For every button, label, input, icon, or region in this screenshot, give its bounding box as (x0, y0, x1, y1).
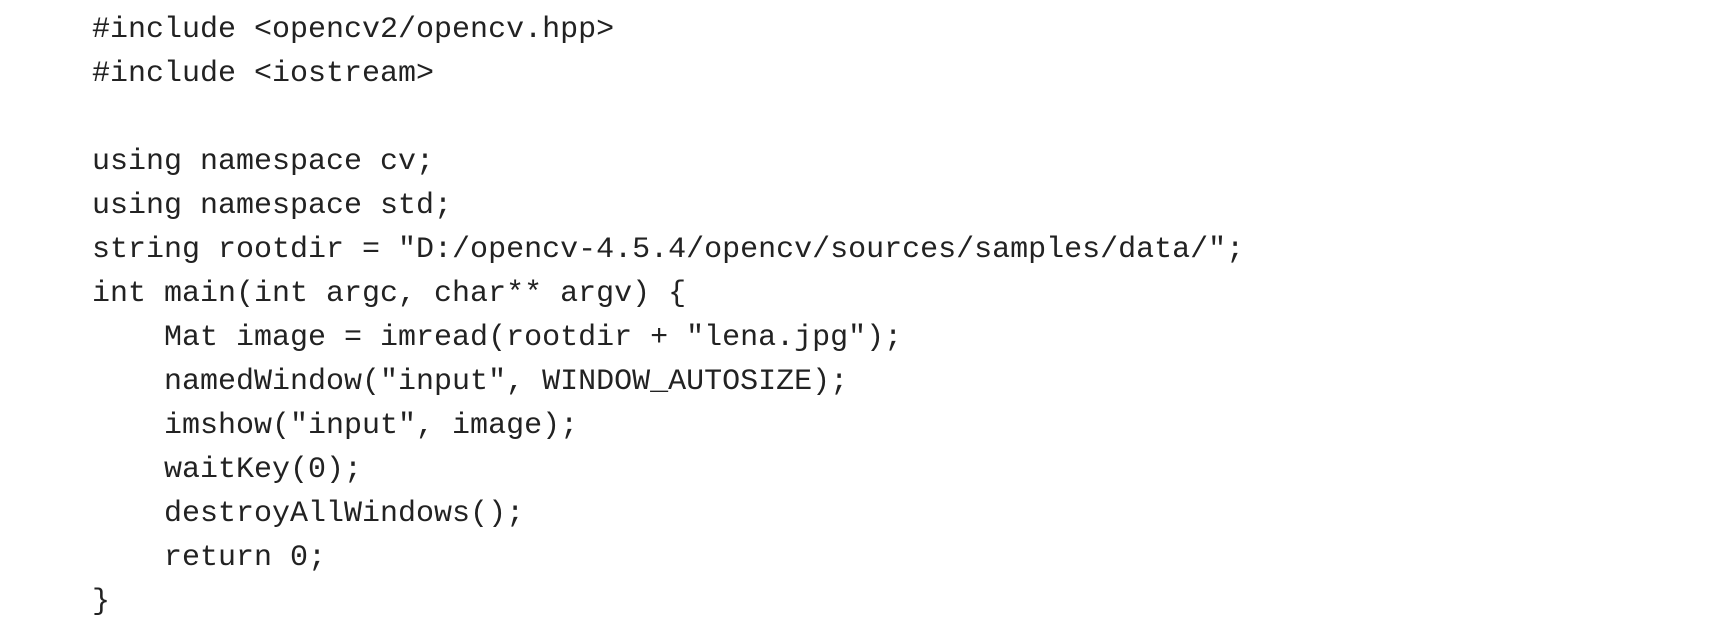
code-line: } (92, 585, 111, 619)
code-line: #include <opencv2/opencv.hpp> (92, 13, 615, 47)
code-line: #include <iostream> (92, 57, 435, 91)
code-line: int main(int argc, char** argv) { (92, 277, 687, 311)
code-line: Mat image = imread(rootdir + "lena.jpg")… (92, 321, 903, 355)
code-line: imshow("input", image); (92, 409, 579, 443)
code-block: #include <opencv2/opencv.hpp> #include <i… (92, 8, 1244, 624)
code-line: using namespace std; (92, 189, 453, 223)
code-line: return 0; (92, 541, 327, 575)
code-line: using namespace cv; (92, 145, 435, 179)
code-line: string rootdir = "D:/opencv-4.5.4/opencv… (92, 233, 1245, 267)
code-line (92, 96, 1244, 140)
code-line: waitKey(0); (92, 453, 363, 487)
code-line: namedWindow("input", WINDOW_AUTOSIZE); (92, 365, 849, 399)
code-line: destroyAllWindows(); (92, 497, 525, 531)
